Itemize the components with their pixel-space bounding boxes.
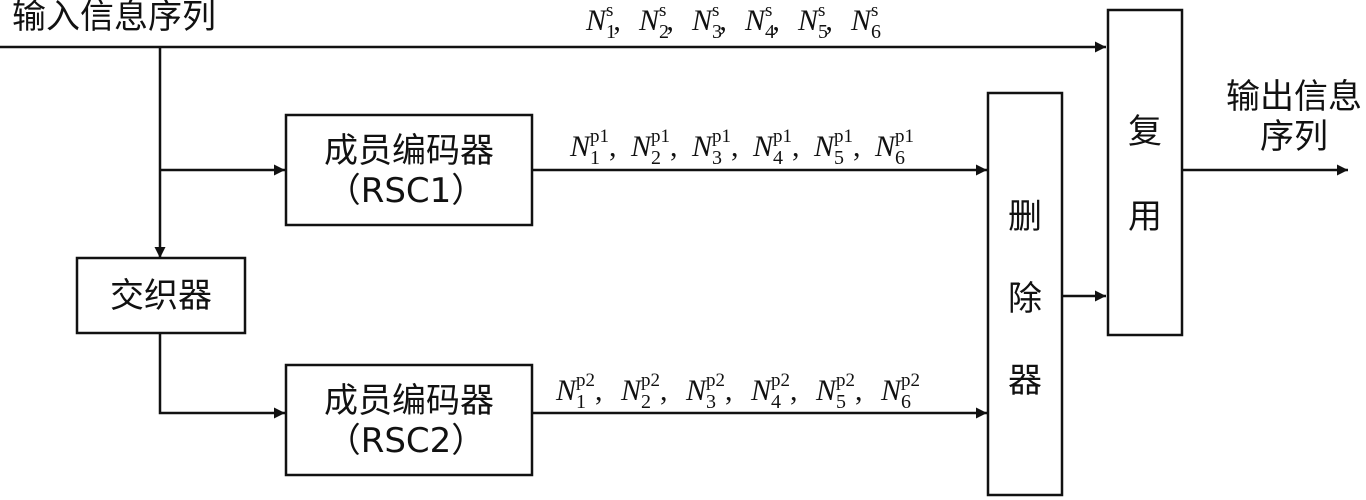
puncturer-char-1: 删 <box>1008 197 1042 237</box>
seq-p2-term: N5p2, <box>815 370 863 413</box>
seq-s-term: N3s, <box>691 0 727 43</box>
input-label: 输入信息序列 <box>12 0 216 37</box>
puncturer-box <box>986 91 1064 497</box>
encoder2-title: 成员编码器 <box>324 381 494 421</box>
seq-s-term: N1s, <box>585 0 621 43</box>
seq-p1-term: N3p1, <box>691 126 739 169</box>
seq-p2-term: N4p2, <box>750 370 798 413</box>
parity2-sequence-label: N1p2, N2p2, N3p2, N4p2, N5p2, N6p2 <box>555 370 920 413</box>
encoder1-subtitle: （RSC1） <box>327 171 486 211</box>
seq-p2-term: N3p2, <box>685 370 733 413</box>
encoder2-subtitle: （RSC2） <box>327 421 486 461</box>
seq-p1-term: N1p1, <box>569 126 617 169</box>
encoder1-box <box>284 113 534 227</box>
encoder1-title: 成员编码器 <box>324 131 494 171</box>
seq-p2-term: N6p2 <box>880 370 920 413</box>
seq-s-term: N6s <box>850 0 881 43</box>
interleaver-to-encoder2-line <box>158 333 285 419</box>
multiplexer-char-2: 用 <box>1128 197 1162 237</box>
interleaver-label: 交织器 <box>110 276 212 316</box>
seq-s-term: N2s, <box>638 0 674 43</box>
encoder2-box <box>284 363 534 477</box>
seq-p1-term: N2p1, <box>630 126 678 169</box>
seq-p1-term: N5p1, <box>813 126 861 169</box>
multiplexer-box <box>1106 8 1184 337</box>
multiplexer-char-1: 复 <box>1128 112 1162 152</box>
puncturer-char-3: 器 <box>1008 361 1042 401</box>
seq-p2-term: N2p2, <box>620 370 668 413</box>
seq-s-term: N4s, <box>744 0 780 43</box>
seq-p1-term: N6p1 <box>874 126 914 169</box>
interleaver-box <box>75 256 247 335</box>
systematic-sequence-label: N1s, N2s, N3s, N4s, N5s, N6s <box>585 0 881 43</box>
output-label-line2: 序列 <box>1260 117 1328 157</box>
seq-s-term: N5s, <box>797 0 833 43</box>
seq-p2-term: N1p2, <box>555 370 603 413</box>
output-label-line1: 输出信息 <box>1226 77 1362 117</box>
seq-p1-term: N4p1, <box>752 126 800 169</box>
parity1-sequence-label: N1p1, N2p1, N3p1, N4p1, N5p1, N6p1 <box>569 126 914 169</box>
puncturer-char-2: 除 <box>1008 279 1042 319</box>
